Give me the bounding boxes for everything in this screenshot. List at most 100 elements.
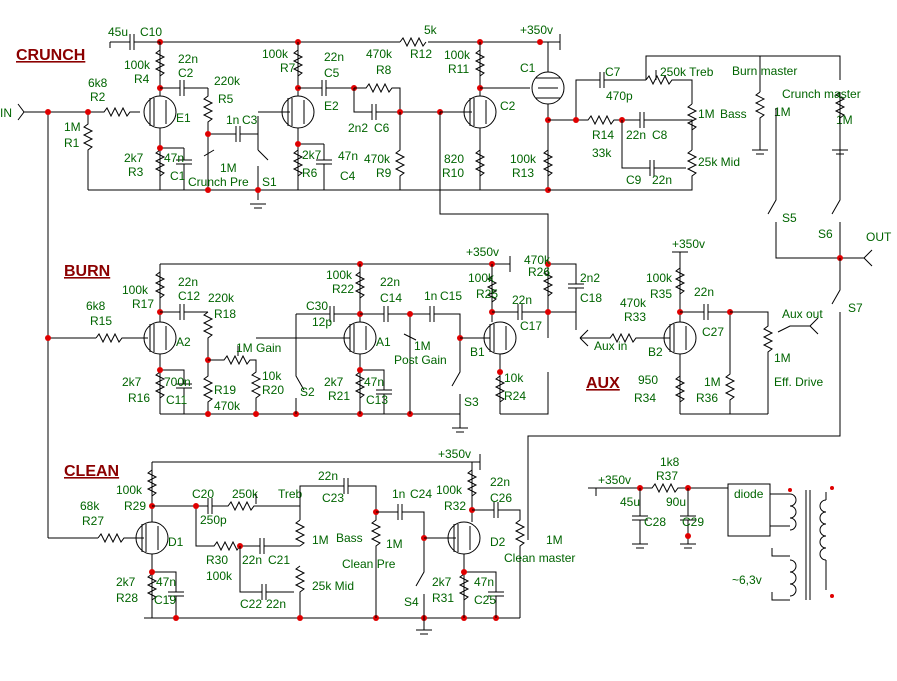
b1-ref: B1: [470, 345, 485, 359]
output-label: OUT: [866, 230, 892, 244]
c12-value: 22n: [178, 275, 198, 289]
r33-value: 470k: [620, 296, 647, 310]
r24-value: 10k: [504, 371, 524, 385]
r26-value: 470k: [524, 253, 551, 267]
r8-value: 470k: [366, 47, 393, 61]
c2-value: 22n: [178, 52, 198, 66]
r12-ref: R12: [410, 47, 432, 61]
r31-value: 2k7: [432, 575, 452, 589]
c7-ref: C7: [605, 65, 621, 79]
transformer: [771, 490, 827, 601]
crunch-pre-label: Crunch Pre: [188, 175, 249, 189]
crunch-hv: +350v: [520, 23, 553, 37]
c5-value: 22n: [324, 50, 344, 64]
c11-ref: C11: [166, 393, 187, 407]
c18-value: 2n2: [580, 271, 600, 285]
r28-ref: R28: [116, 591, 138, 605]
clean-pre-label: Clean Pre: [342, 557, 396, 571]
c23-value: 22n: [318, 469, 338, 483]
r20-value: 10k: [262, 369, 282, 383]
r35-value: 100k: [646, 271, 673, 285]
clean-pot-1m: 1M: [312, 533, 329, 547]
r3-value: 2k7: [124, 151, 144, 165]
r9-ref: R9: [376, 166, 392, 180]
c6-value: 2n2: [348, 121, 368, 135]
r7-value: 100k: [262, 47, 289, 61]
r5-ref: R5: [218, 92, 234, 106]
clean-treble-label: Treb: [278, 487, 303, 501]
tube-e1: [143, 95, 177, 129]
r35-ref: R35: [650, 287, 672, 301]
c4-value: 47n: [338, 149, 358, 163]
c17-value: 22n: [512, 293, 532, 307]
s1-ref: S1: [262, 175, 277, 189]
r3-ref: R3: [128, 165, 144, 179]
c29-value: 90u: [666, 495, 686, 509]
r15-value: 6k8: [86, 299, 106, 313]
r6-value: 2k7: [302, 148, 322, 162]
r34-ref: R34: [634, 391, 656, 405]
r30-ref: R30: [206, 553, 228, 567]
e2-ref: E2: [324, 99, 339, 113]
c3-ref: C3: [242, 113, 258, 127]
burn-title: BURN: [64, 263, 110, 280]
clean-master-label: Clean master: [504, 551, 575, 565]
c29-ref: C29: [682, 515, 704, 529]
s6-ref: S6: [818, 227, 833, 241]
c30-value: 12p: [312, 315, 332, 329]
r24-ref: R24: [504, 389, 526, 403]
c13-ref: C13: [366, 393, 388, 407]
post-gain-label: Post Gain: [394, 353, 447, 367]
c21-value: 22n: [242, 553, 262, 567]
c24-ref: C24: [410, 487, 432, 501]
r22-value: 100k: [326, 268, 353, 282]
input-bus: [47, 111, 98, 539]
r27-value: 68k: [80, 499, 100, 513]
c1-value: 47n: [164, 151, 184, 165]
tube-a2: [143, 321, 177, 355]
r1-value: 1M: [64, 120, 81, 134]
crunch-pot-1m: 1M: [698, 107, 715, 121]
clean-master-value: 1M: [546, 533, 563, 547]
crunch-title: CRUNCH: [16, 47, 85, 64]
r10-ref: R10: [442, 166, 464, 180]
crunch-bass-value: 1M: [774, 105, 791, 119]
crunch-mid-label: 25k Mid: [698, 155, 740, 169]
c11-value: 700n: [164, 375, 191, 389]
r32-value: 100k: [436, 483, 463, 497]
c28-value: 45u: [620, 495, 640, 509]
c4-ref: C4: [340, 169, 356, 183]
r29-value: 100k: [116, 483, 143, 497]
crunch-master-label: Crunch master: [782, 87, 861, 101]
c17-ref: C17: [520, 319, 542, 333]
c10-value: 45u: [108, 25, 128, 39]
clean-mid-label: 25k Mid: [312, 579, 354, 593]
post-gain-value: 1M: [414, 339, 431, 353]
r13-ref: R13: [512, 166, 534, 180]
clean-supply-rail: [152, 454, 481, 470]
c19-ref: C19: [154, 593, 176, 607]
c18-ref: C18: [580, 291, 602, 305]
r25-value: 100k: [468, 271, 495, 285]
r13-value: 100k: [510, 152, 537, 166]
diode-label: diode: [734, 487, 764, 501]
s4-ref: S4: [404, 595, 419, 609]
r2-ref: R2: [90, 90, 106, 104]
c2-tube-ref: C2: [500, 99, 516, 113]
r31-ref: R31: [432, 591, 454, 605]
burn-supply-rail: [160, 256, 511, 272]
r34-value: 950: [638, 373, 658, 387]
psu-hv: +350v: [598, 473, 631, 487]
c19-value: 47n: [156, 575, 176, 589]
r16-ref: R16: [128, 391, 150, 405]
r22-ref: R22: [332, 282, 354, 296]
clean-bass-label: Bass: [336, 531, 363, 545]
c5-ref: C5: [324, 66, 340, 80]
crunch-master-value: 1M: [836, 113, 853, 127]
c25-ref: C25: [474, 593, 496, 607]
r36-ref: R36: [696, 391, 718, 405]
r18-ref: R18: [214, 307, 236, 321]
r4-ref: R4: [134, 72, 150, 86]
gain-pot-label: 1M Gain: [236, 341, 281, 355]
r15-ref: R15: [90, 314, 112, 328]
